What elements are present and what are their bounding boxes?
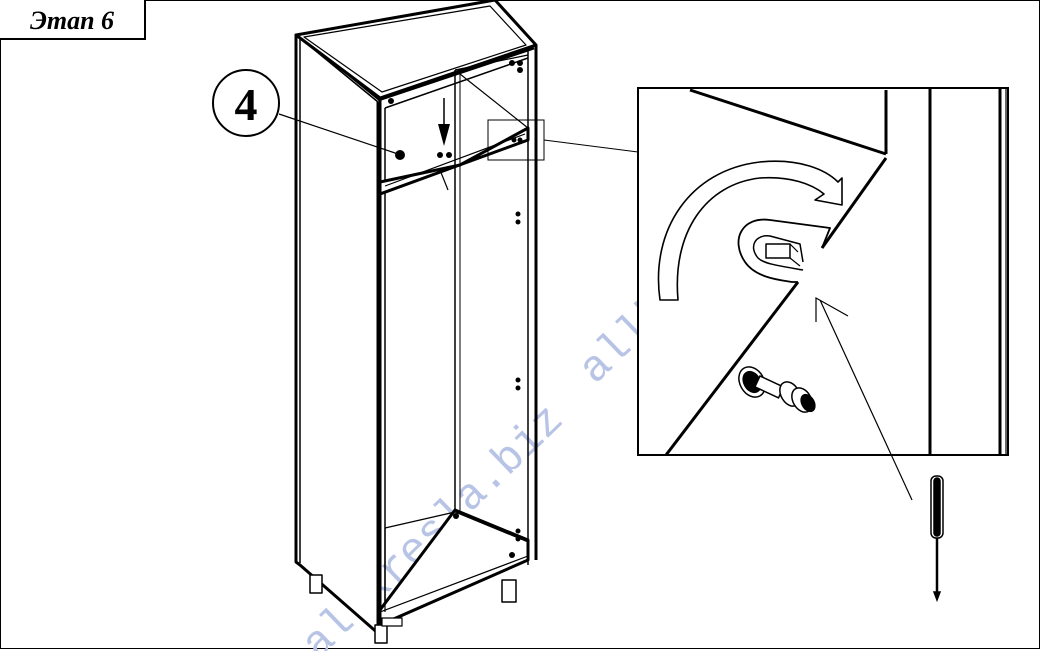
stage-label-box: Этап 6: [0, 0, 146, 40]
detail-view-frame: [637, 87, 1009, 456]
detail-view: [637, 87, 1009, 501]
screwdriver-icon: [930, 475, 944, 603]
rotation-arrow-icon: [657, 160, 843, 301]
eccentric-cam-bolt-icon: [738, 366, 816, 413]
pointer-arrow: [815, 296, 913, 501]
detail-leader-line: [543, 139, 639, 153]
foot-front: [374, 624, 388, 644]
wardrobe-carcass: [294, 0, 538, 644]
down-arrow-icon: [438, 98, 450, 146]
foot-left: [309, 574, 323, 594]
part-callout-leader: [278, 113, 399, 155]
part-callout-circle: [212, 69, 280, 137]
upper-shelf: [378, 126, 530, 196]
foot-right: [501, 579, 517, 603]
stage-label: Этап 6: [29, 6, 115, 35]
part-callout: 4: [212, 69, 399, 155]
part-callout-number: 4: [235, 79, 258, 130]
left-side-panel: [294, 33, 382, 637]
fastener-holes: [388, 60, 523, 558]
bottom-panel: [378, 508, 530, 627]
